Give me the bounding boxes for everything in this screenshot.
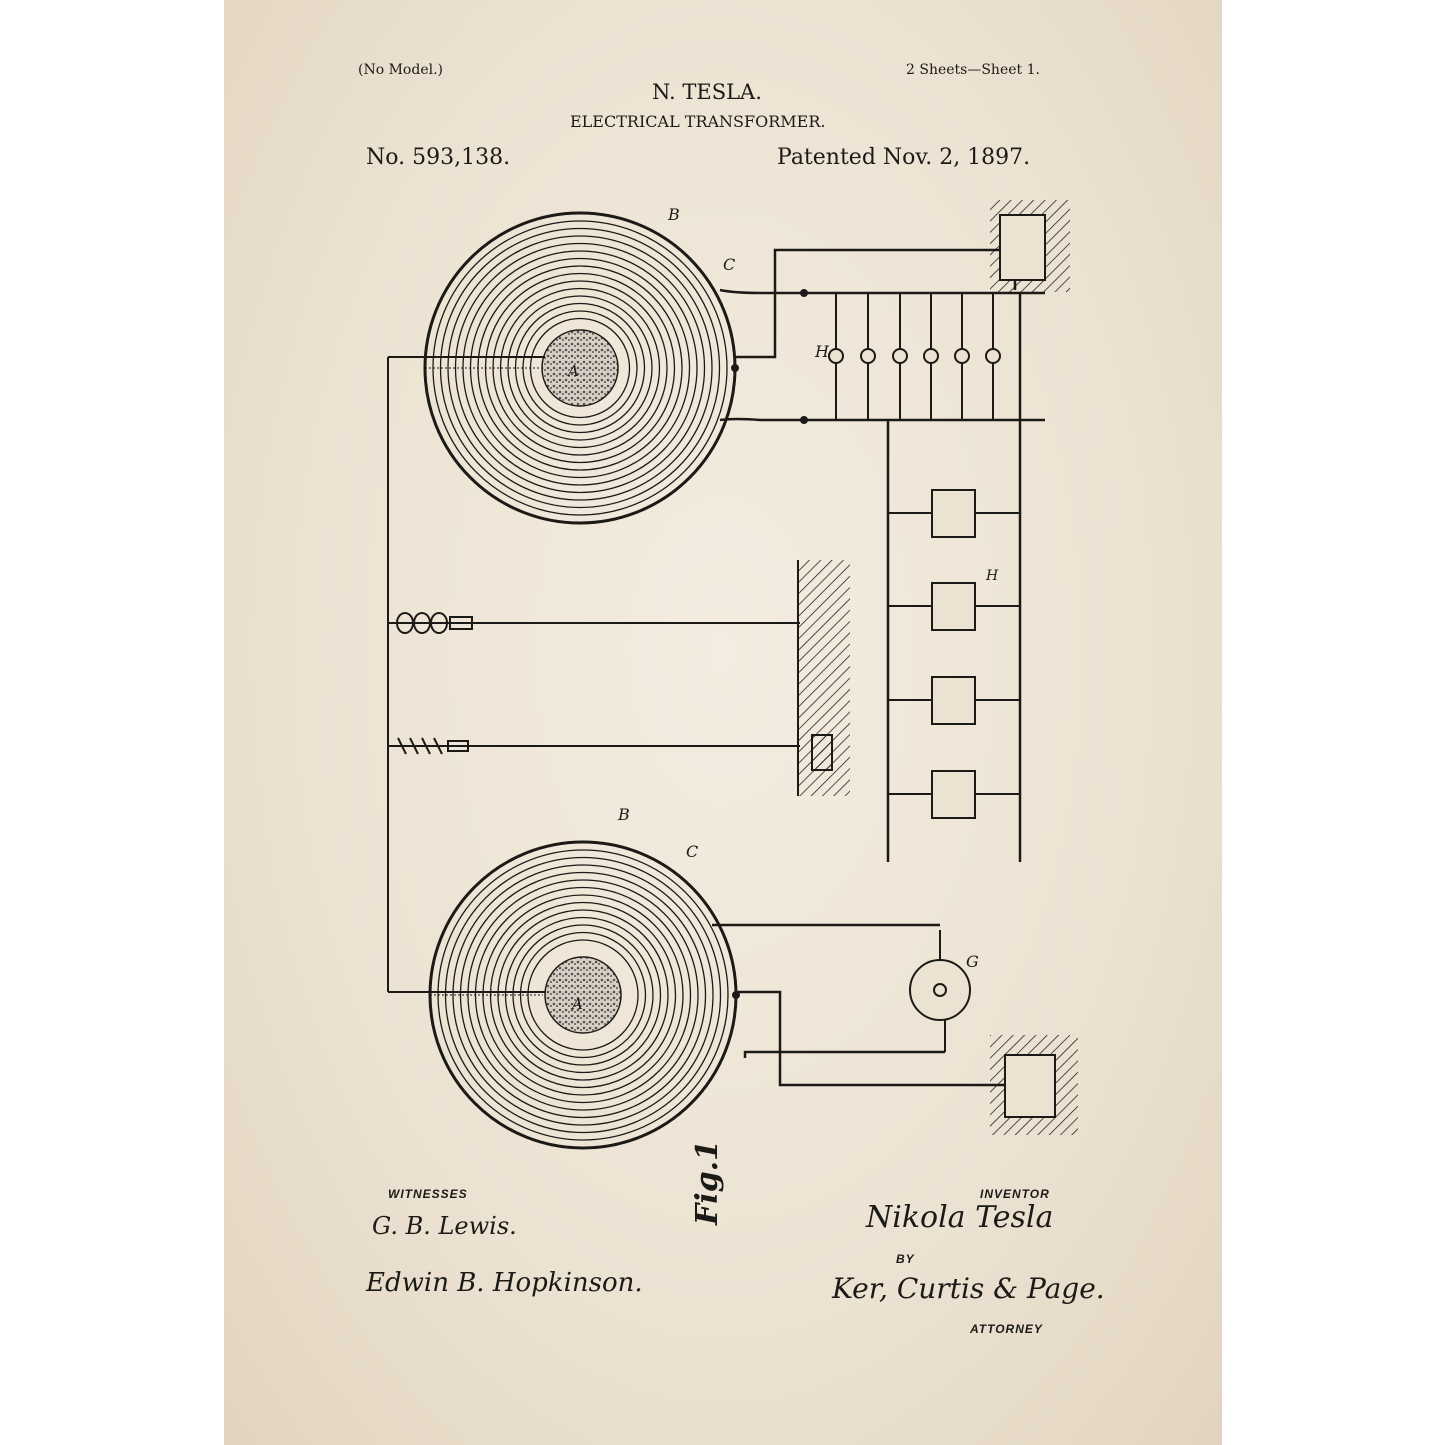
inventor-signature: Nikola Tesla <box>866 1200 1054 1235</box>
load-box <box>931 582 976 631</box>
sheet-number: 2 Sheets—Sheet 1. <box>906 62 1040 78</box>
witness-1-signature: G. B. Lewis. <box>372 1212 517 1240</box>
lower-terminal <box>388 737 800 755</box>
label-b-top: B <box>668 205 680 224</box>
lamp <box>923 348 939 364</box>
attorney-signature: Ker, Curtis & Page. <box>832 1272 1105 1305</box>
label-h-box: H <box>986 568 999 584</box>
label-c-top: C <box>723 255 736 274</box>
bottom-ground-box <box>1004 1054 1056 1118</box>
left-wire <box>387 356 545 993</box>
top-coil <box>423 211 739 525</box>
patent-date: Patented Nov. 2, 1897. <box>777 145 1031 170</box>
load-box <box>931 489 976 538</box>
lamp <box>985 348 1001 364</box>
load-box <box>931 676 976 725</box>
witness-2-signature: Edwin B. Hopkinson. <box>366 1268 643 1298</box>
witnesses-label: WITNESSES <box>388 1187 468 1201</box>
label-a-top: A <box>568 362 579 380</box>
coil-winding <box>447 235 713 501</box>
top-ground-box <box>999 214 1046 281</box>
lamp <box>954 348 970 364</box>
junction-dot <box>800 416 808 424</box>
label-h-top: H <box>815 342 829 361</box>
patent-title: ELECTRICAL TRANSFORMER. <box>570 112 826 131</box>
bottom-circuit <box>712 923 1005 1087</box>
coil-winding <box>514 302 646 434</box>
coil-winding <box>499 287 661 449</box>
coil-winding <box>459 871 707 1119</box>
label-b-bottom: B <box>618 805 630 824</box>
no-model-note: (No Model.) <box>358 62 443 78</box>
label-c-bottom: C <box>686 842 699 861</box>
junction-dot <box>800 289 808 297</box>
terminal-dot <box>731 364 739 372</box>
coil-core <box>544 956 622 1034</box>
generator <box>909 930 971 1052</box>
coil-winding <box>519 931 647 1059</box>
upper-terminal <box>388 612 800 634</box>
lamp-array <box>800 289 1001 424</box>
lamp <box>860 348 876 364</box>
coil-winding <box>439 227 721 509</box>
lamp <box>892 348 908 364</box>
figure-label: Fig.1 <box>690 1140 725 1225</box>
inventor-heading: N. TESLA. <box>652 80 762 104</box>
patent-number: No. 593,138. <box>366 145 511 170</box>
coil-winding <box>512 924 654 1066</box>
load-boxes <box>888 489 1020 819</box>
terminal-dot <box>732 991 740 999</box>
lamp <box>828 348 844 364</box>
by-label: BY <box>896 1252 915 1266</box>
coil-winding <box>452 864 714 1126</box>
label-a-bottom: A <box>572 995 583 1013</box>
coil-core <box>541 329 619 407</box>
coil-winding <box>444 856 722 1134</box>
label-g: G <box>966 952 979 971</box>
coil-winding <box>454 242 706 494</box>
coil-winding <box>507 295 653 441</box>
coil-winding <box>504 916 662 1074</box>
bottom-coil <box>428 840 740 1150</box>
inventor-label: INVENTOR <box>980 1187 1050 1201</box>
attorney-label: ATTORNEY <box>970 1322 1043 1336</box>
load-box <box>931 770 976 819</box>
top-circuit <box>719 248 1045 862</box>
